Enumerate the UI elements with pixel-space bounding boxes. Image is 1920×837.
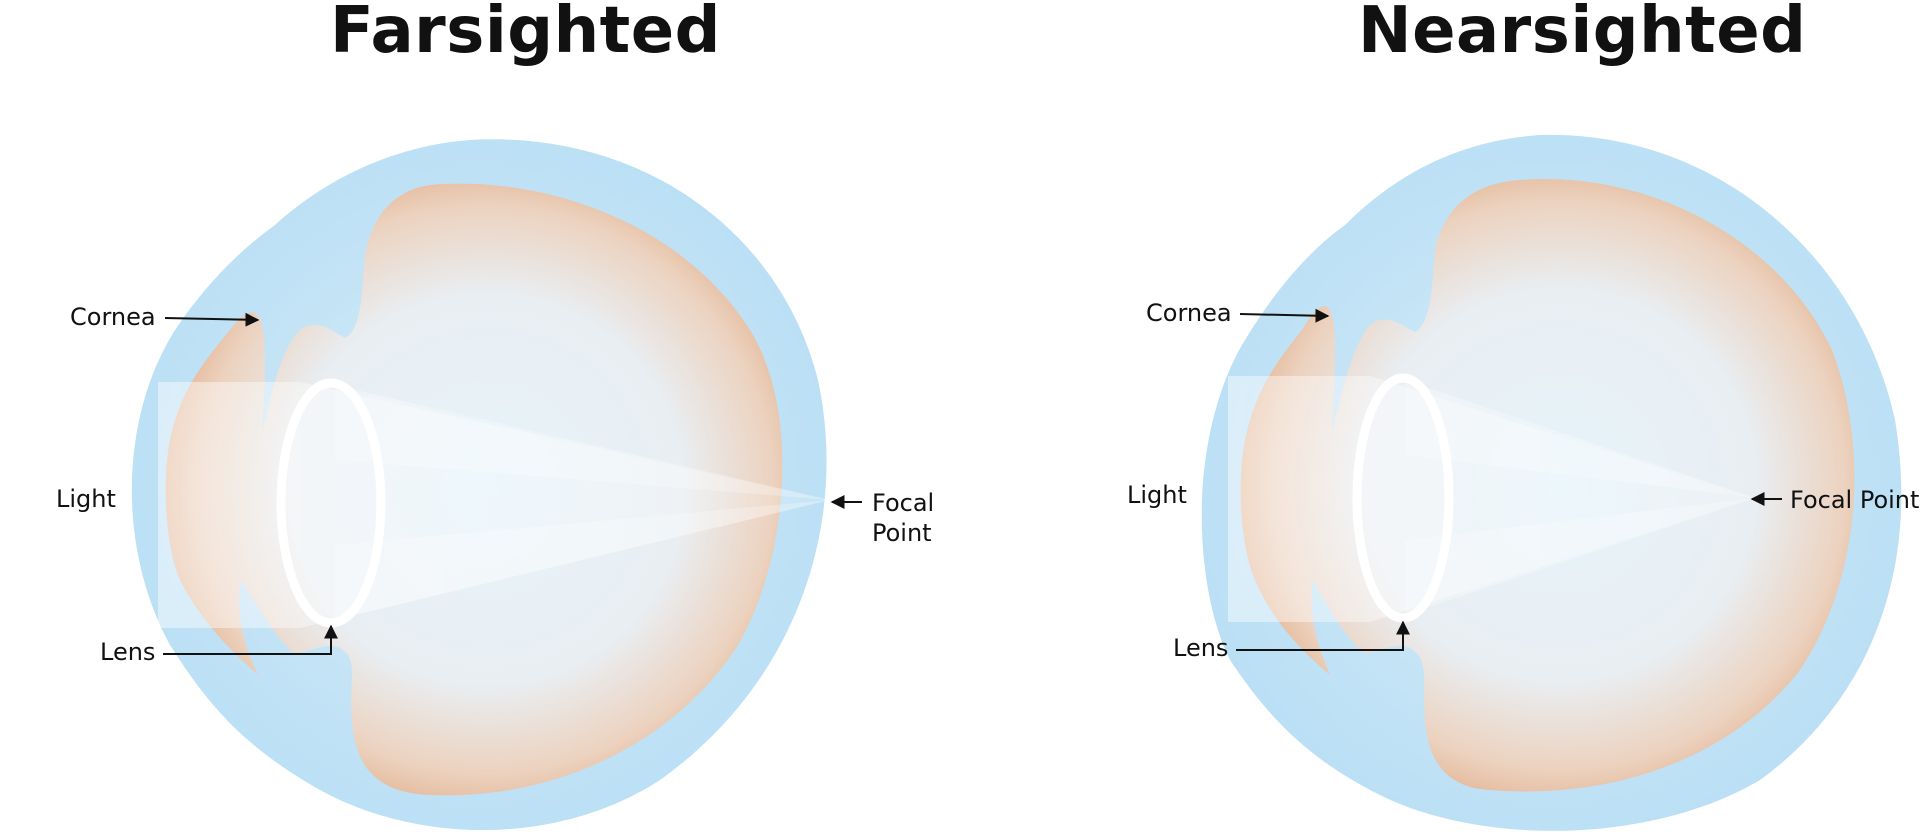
focus-cone-upper [335, 385, 830, 500]
lens-label: Lens [1173, 634, 1228, 662]
lens-icon [276, 378, 386, 628]
light-label: Light [1127, 481, 1187, 509]
nearsighted-labels: Cornea Light Lens Focal Point [1127, 299, 1919, 662]
focus-cone-upper [1405, 380, 1755, 498]
lens-pointer [163, 624, 338, 655]
cornea-pointer [1239, 308, 1330, 323]
lens-icon [1352, 373, 1454, 623]
farsighted-title: Farsighted [330, 0, 721, 68]
focal-label: Focal Point [1790, 486, 1919, 514]
focal-label-line1: Focal [872, 489, 934, 517]
focal-label-line2: Point [872, 519, 932, 547]
cornea-pointer [164, 312, 260, 327]
cornea-label: Cornea [1146, 299, 1232, 327]
lens-pointer [1236, 620, 1410, 651]
nearsighted-title: Nearsighted [1358, 0, 1807, 68]
lens-label: Lens [100, 638, 155, 666]
focus-cone-lower [1405, 498, 1755, 615]
nearsighted-eye [1201, 134, 1902, 831]
focus-cone-lower [335, 500, 830, 620]
farsighted-labels: Cornea Light Lens Focal Point [56, 303, 934, 666]
light-label: Light [56, 485, 116, 513]
cornea-label: Cornea [70, 303, 156, 331]
farsighted-eye [131, 139, 830, 831]
light-beam [158, 382, 830, 628]
